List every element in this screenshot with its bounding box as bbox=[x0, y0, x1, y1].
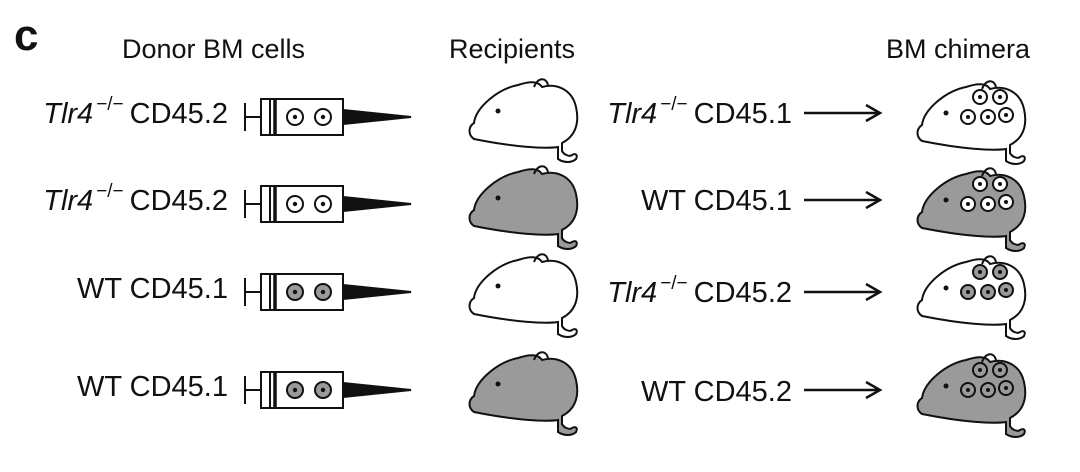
cell-nucleus-icon bbox=[320, 289, 326, 295]
arrow-icon bbox=[804, 380, 883, 400]
cell-nucleus-icon bbox=[966, 290, 970, 294]
recipient-label-row-1: Tlr4−/−CD45.1 bbox=[607, 95, 792, 130]
chimera-mouse-icon bbox=[916, 255, 1027, 340]
recipient-marker: CD45.2 bbox=[693, 277, 792, 309]
arrow-icon bbox=[804, 282, 883, 302]
cell-nucleus-icon bbox=[966, 202, 970, 206]
cell-nucleus-icon bbox=[978, 368, 982, 372]
recipient-genotype-sup: −/− bbox=[660, 273, 688, 294]
donor-marker: WT CD45.1 bbox=[77, 371, 228, 403]
cell-nucleus-icon bbox=[320, 201, 326, 207]
cell-nucleus-icon bbox=[986, 115, 990, 119]
cell-nucleus-icon bbox=[292, 201, 298, 207]
donor-label-row-1: Tlr4−/−CD45.2 bbox=[43, 95, 228, 130]
recipient-marker: WT CD45.1 bbox=[641, 185, 792, 217]
cell-nucleus-icon bbox=[978, 182, 982, 186]
mouse-eye-icon bbox=[943, 197, 949, 203]
cell-nucleus-icon bbox=[998, 368, 1002, 372]
mouse-eye-icon bbox=[943, 285, 949, 291]
arrow-icon bbox=[804, 190, 883, 210]
cell-nucleus-icon bbox=[986, 290, 990, 294]
cell-nucleus-icon bbox=[320, 114, 326, 120]
syringe-icon bbox=[243, 370, 413, 410]
donor-gene: Tlr4 bbox=[43, 98, 94, 130]
recipient-label-row-4: WT CD45.2 bbox=[641, 378, 792, 407]
recipient-mouse-icon bbox=[468, 253, 579, 338]
cell-nucleus-icon bbox=[292, 289, 298, 295]
chimera-mouse-icon bbox=[916, 167, 1027, 252]
cell-nucleus-icon bbox=[966, 388, 970, 392]
cell-nucleus-icon bbox=[986, 388, 990, 392]
arrow-icon bbox=[804, 103, 883, 123]
cell-nucleus-icon bbox=[978, 270, 982, 274]
cell-nucleus-icon bbox=[986, 202, 990, 206]
recipient-label-row-2: WT CD45.1 bbox=[641, 187, 792, 216]
syringe-icon bbox=[243, 184, 413, 224]
recipient-gene: Tlr4 bbox=[607, 98, 658, 130]
panel-label: c bbox=[14, 11, 39, 60]
chimera-mouse-icon bbox=[916, 80, 1027, 165]
cell-nucleus-icon bbox=[1004, 113, 1008, 117]
recipient-genotype-sup: −/− bbox=[660, 94, 688, 115]
donor-label-row-3: WT CD45.1 bbox=[77, 275, 228, 304]
mouse-eye-icon bbox=[495, 195, 501, 201]
donor-marker: WT CD45.1 bbox=[77, 273, 228, 305]
chimera-mouse-icon bbox=[916, 353, 1027, 438]
mouse-eye-icon bbox=[495, 108, 501, 114]
donor-genotype-sup: −/− bbox=[96, 94, 124, 115]
donor-label-row-2: Tlr4−/−CD45.2 bbox=[43, 182, 228, 217]
recipient-mouse-icon bbox=[468, 78, 579, 163]
cell-nucleus-icon bbox=[1004, 200, 1008, 204]
syringe-icon bbox=[243, 97, 413, 137]
cell-nucleus-icon bbox=[1004, 288, 1008, 292]
donor-marker: CD45.2 bbox=[129, 98, 228, 130]
cell-nucleus-icon bbox=[998, 182, 1002, 186]
donor-label-row-4: WT CD45.1 bbox=[77, 373, 228, 402]
recipient-gene: Tlr4 bbox=[607, 277, 658, 309]
recipient-mouse-icon bbox=[468, 165, 579, 250]
header-donor-bm-cells: Donor BM cells bbox=[122, 34, 306, 64]
mouse-eye-icon bbox=[495, 283, 501, 289]
cell-nucleus-icon bbox=[998, 95, 1002, 99]
mouse-eye-icon bbox=[495, 381, 501, 387]
cell-nucleus-icon bbox=[320, 387, 326, 393]
donor-genotype-sup: −/− bbox=[96, 181, 124, 202]
mouse-eye-icon bbox=[943, 383, 949, 389]
cell-nucleus-icon bbox=[1004, 386, 1008, 390]
header-bm-chimera: BM chimera bbox=[886, 34, 1031, 64]
donor-gene: Tlr4 bbox=[43, 185, 94, 217]
donor-marker: CD45.2 bbox=[129, 185, 228, 217]
cell-nucleus-icon bbox=[978, 95, 982, 99]
recipient-marker: CD45.1 bbox=[693, 98, 792, 130]
cell-nucleus-icon bbox=[292, 114, 298, 120]
syringe-icon bbox=[243, 272, 413, 312]
recipient-marker: WT CD45.2 bbox=[641, 376, 792, 408]
cell-nucleus-icon bbox=[966, 115, 970, 119]
mouse-eye-icon bbox=[943, 110, 949, 116]
recipient-label-row-3: Tlr4−/−CD45.2 bbox=[607, 274, 792, 309]
recipient-mouse-icon bbox=[468, 351, 579, 436]
cell-nucleus-icon bbox=[292, 387, 298, 393]
cell-nucleus-icon bbox=[998, 270, 1002, 274]
header-recipients: Recipients bbox=[449, 34, 576, 64]
